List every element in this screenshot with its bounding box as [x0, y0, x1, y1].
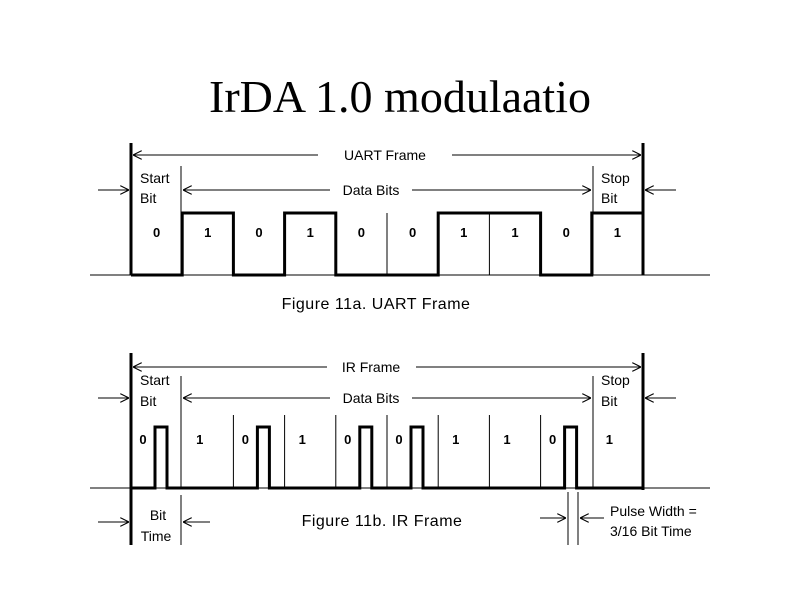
ir-bit-value: 1 — [606, 432, 613, 447]
ir-caption: Figure 11b. IR Frame — [302, 513, 463, 530]
uart-bit-value: 0 — [153, 225, 160, 240]
ir-start-label-1: Start — [140, 372, 170, 388]
uart-bit-value: 0 — [255, 225, 262, 240]
ir-stop-label-1: Stop — [601, 372, 630, 388]
uart-caption: Figure 11a. UART Frame — [282, 296, 471, 313]
uart-data-bits-label: Data Bits — [343, 182, 400, 198]
uart-start-label-1: Start — [140, 170, 170, 186]
ir-data-bits-label: Data Bits — [343, 390, 400, 406]
uart-bit-value: 1 — [204, 225, 211, 240]
ir-stop-label-2: Bit — [601, 393, 617, 409]
ir-bit-value: 0 — [139, 432, 146, 447]
uart-bit-value: 0 — [409, 225, 416, 240]
bit-time-label-2: Time — [141, 528, 172, 544]
ir-bit-value: 0 — [242, 432, 249, 447]
slide-title: IrDA 1.0 modulaatio — [209, 71, 591, 122]
ir-frame-label: IR Frame — [342, 359, 401, 375]
ir-bit-value: 1 — [196, 432, 203, 447]
bit-time-label-1: Bit — [150, 507, 166, 523]
ir-frame-diagram: IR Frame Start Bit Stop Bit Data Bits 0 1… — [90, 353, 710, 545]
uart-bit-value: 0 — [358, 225, 365, 240]
ir-bit-value: 0 — [395, 432, 402, 447]
uart-frame-diagram: UART Frame Start Bit Stop Bit Data Bits … — [90, 143, 710, 313]
ir-start-label-2: Bit — [140, 393, 156, 409]
pulse-width-label-2: 3/16 Bit Time — [610, 523, 692, 539]
pulse-width-label-1: Pulse Width = — [610, 503, 697, 519]
ir-bit-value: 0 — [344, 432, 351, 447]
uart-stop-label-1: Stop — [601, 170, 630, 186]
uart-bit-value: 0 — [563, 225, 570, 240]
uart-start-label-2: Bit — [140, 190, 156, 206]
ir-bit-value: 1 — [299, 432, 306, 447]
uart-stop-label-2: Bit — [601, 190, 617, 206]
ir-bit-value: 0 — [549, 432, 556, 447]
ir-bit-value: 1 — [452, 432, 459, 447]
uart-frame-label: UART Frame — [344, 147, 426, 163]
ir-bit-value: 1 — [503, 432, 510, 447]
uart-waveform — [131, 211, 643, 277]
ir-waveform — [131, 425, 643, 490]
uart-bit-value: 1 — [460, 225, 467, 240]
uart-bit-value: 1 — [307, 225, 314, 240]
uart-bit-value: 1 — [511, 225, 518, 240]
uart-bit-value: 1 — [614, 225, 621, 240]
